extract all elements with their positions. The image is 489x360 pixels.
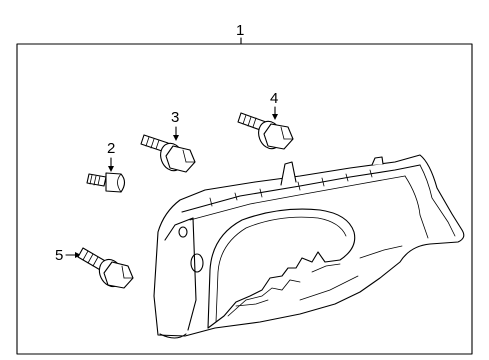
- callout-4-leader: [272, 106, 278, 120]
- assembly-frame: [16, 43, 473, 355]
- callout-1-label: 1: [236, 22, 244, 39]
- callout-4-label: 4: [270, 90, 278, 107]
- quarter-trim-panel: [153, 154, 465, 339]
- flange-bolt-part-5: [77, 247, 134, 289]
- flange-bolt-part-4: [237, 112, 294, 150]
- callout-2-leader: [108, 157, 114, 172]
- callout-2-label: 2: [107, 140, 115, 157]
- callout-3-label: 3: [171, 109, 179, 126]
- flange-bolt-part-3: [140, 134, 196, 173]
- small-bolt-part-2: [86, 172, 126, 193]
- callout-5-leader: [65, 252, 81, 258]
- callout-3-leader: [173, 126, 179, 141]
- callout-5-label: 5: [55, 247, 63, 264]
